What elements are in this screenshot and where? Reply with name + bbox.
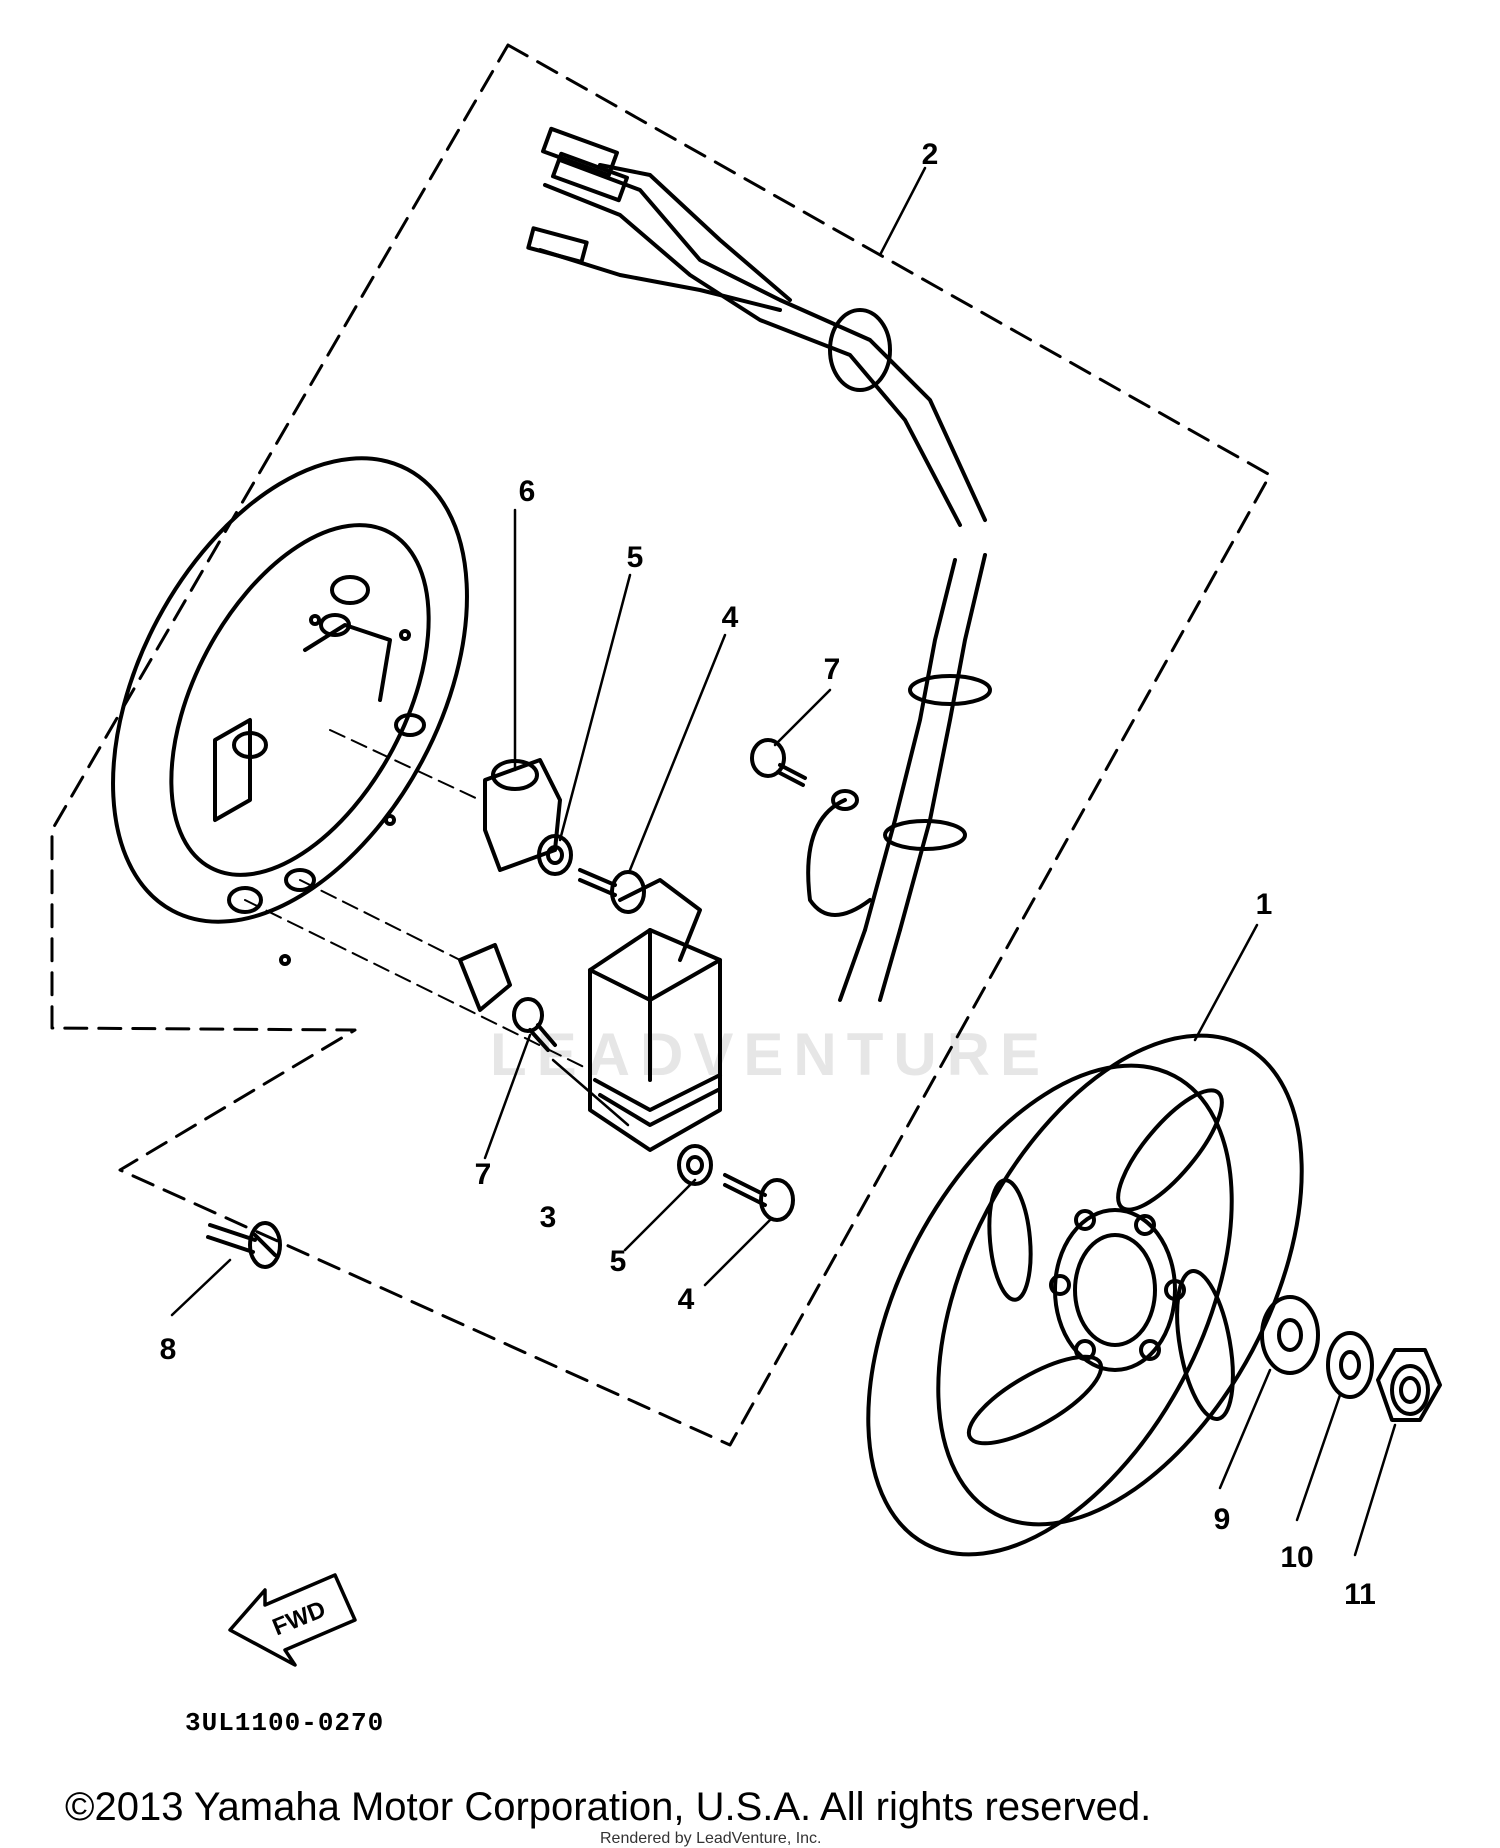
plain-washer bbox=[1260, 1295, 1320, 1375]
callout-2: 2 bbox=[921, 138, 939, 171]
callout-7-lower: 7 bbox=[474, 1158, 492, 1191]
diagram-code: 3UL1100-0270 bbox=[185, 1708, 385, 1738]
rendered-by-credit: Rendered by LeadVenture, Inc. bbox=[600, 1830, 822, 1847]
wire-harness bbox=[526, 126, 992, 1002]
stator-base-plate bbox=[111, 456, 469, 966]
flywheel-rotor bbox=[866, 1033, 1304, 1557]
callout-8: 8 bbox=[159, 1333, 177, 1366]
screw-8 bbox=[206, 1221, 282, 1269]
callout-9: 9 bbox=[1213, 1503, 1231, 1536]
lock-washer bbox=[1326, 1331, 1374, 1399]
pickup-coil bbox=[329, 729, 562, 872]
screw-7-lower bbox=[512, 997, 557, 1052]
screw-upper bbox=[578, 868, 646, 914]
callout-5-upper: 5 bbox=[626, 541, 644, 574]
assembly-boundary-dashed bbox=[50, 43, 1272, 1447]
callout-7-upper: 7 bbox=[823, 653, 841, 686]
washer-upper bbox=[537, 834, 573, 876]
callout-11: 11 bbox=[1344, 1578, 1376, 1611]
leader-lines bbox=[170, 166, 1397, 1557]
callout-4-lower: 4 bbox=[677, 1283, 695, 1316]
washer-lower bbox=[677, 1144, 713, 1186]
source-coil bbox=[244, 878, 722, 1152]
coil-bracket bbox=[458, 943, 512, 1012]
fwd-arrow-icon bbox=[228, 1573, 357, 1667]
screw-lower bbox=[723, 1173, 795, 1222]
callout-4-upper: 4 bbox=[721, 601, 739, 634]
callout-6: 6 bbox=[518, 475, 536, 508]
callout-10: 10 bbox=[1280, 1541, 1314, 1574]
callout-1: 1 bbox=[1255, 888, 1273, 921]
flywheel-nut bbox=[1376, 1348, 1442, 1422]
callout-3: 3 bbox=[539, 1201, 557, 1234]
copyright-notice: ©2013 Yamaha Motor Corporation, U.S.A. A… bbox=[65, 1785, 1152, 1829]
callout-5-lower: 5 bbox=[609, 1245, 627, 1278]
screw-7-upper bbox=[750, 738, 807, 787]
